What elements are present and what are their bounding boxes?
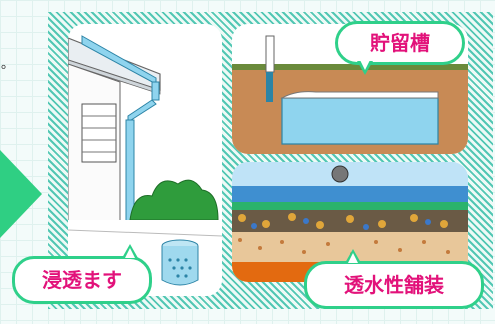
- infiltration-basin-label: 浸透ます: [12, 256, 152, 304]
- storage-tank-label-tail-inner: [360, 60, 370, 70]
- intro-text-end: 。: [1, 57, 15, 72]
- right-arrow-icon: [0, 150, 42, 238]
- permeable-pavement-label: 透水性舗装: [304, 261, 484, 309]
- infiltration-illustration: [68, 24, 222, 296]
- infiltration-label-tail-inner: [125, 248, 135, 258]
- storage-tank-label: 貯留槽: [335, 21, 465, 65]
- storage-tank-drawing: [232, 35, 468, 154]
- pavement-label-tail-inner: [348, 253, 358, 263]
- storage-tank-illustration: [232, 24, 468, 154]
